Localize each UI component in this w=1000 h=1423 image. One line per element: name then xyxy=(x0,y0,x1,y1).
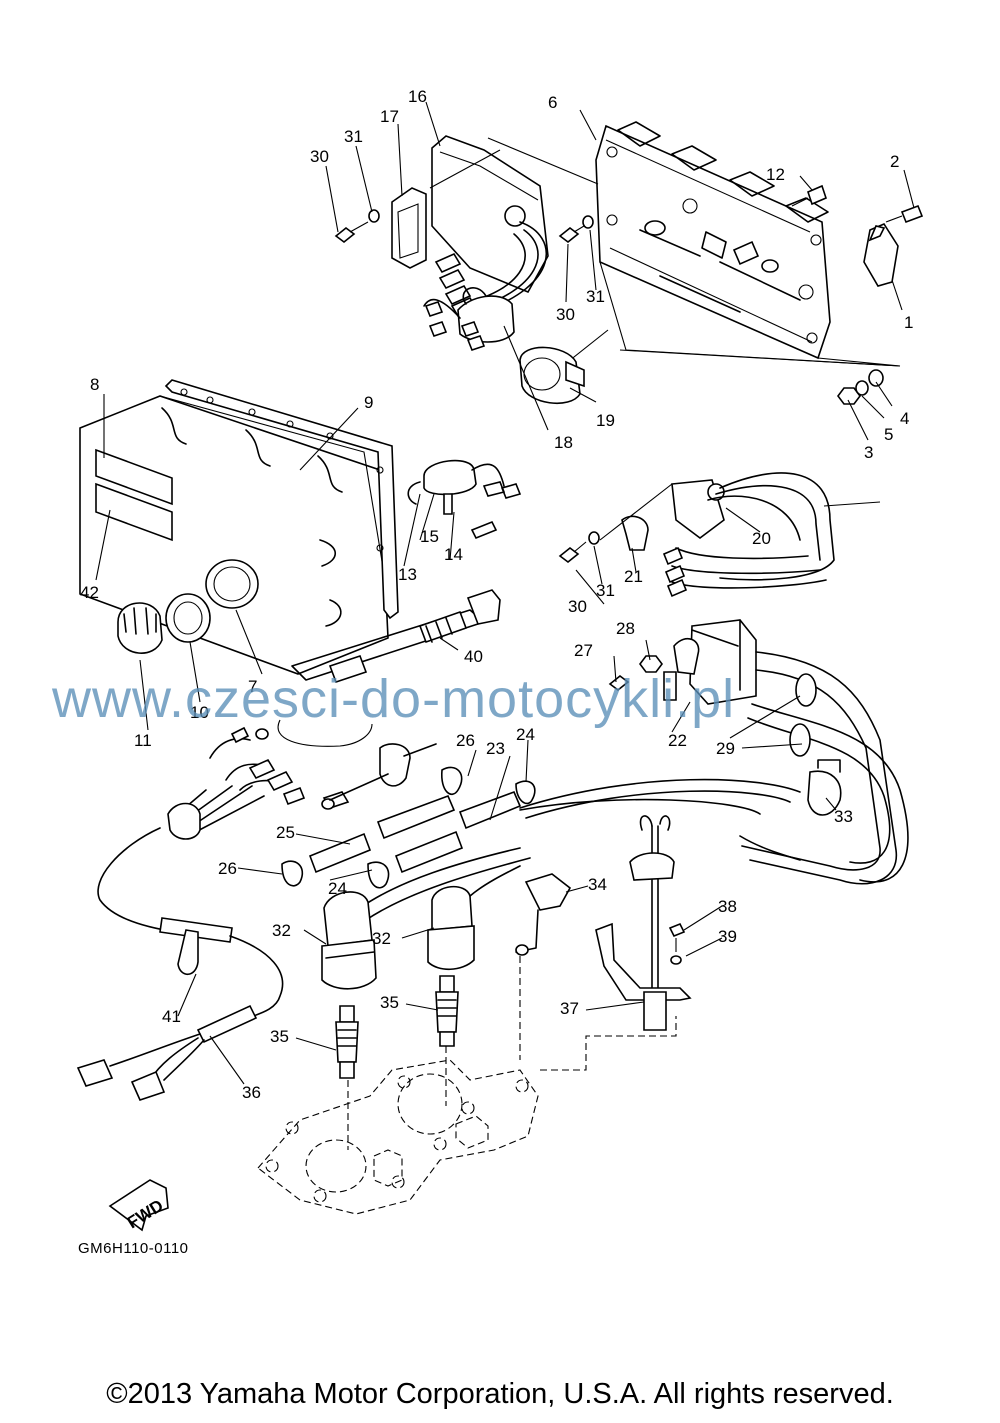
callout-30c: 30 xyxy=(568,597,587,616)
callout-3: 3 xyxy=(864,443,873,462)
callout-30b: 30 xyxy=(556,305,575,324)
callout-40: 40 xyxy=(464,647,483,666)
callout-26b: 26 xyxy=(218,859,237,878)
callout-18: 18 xyxy=(554,433,573,452)
callout-21: 21 xyxy=(624,567,643,586)
callout-24b: 24 xyxy=(328,879,347,898)
callout-28: 28 xyxy=(616,619,635,638)
callout-10: 10 xyxy=(190,703,209,722)
callout-25: 25 xyxy=(276,823,295,842)
callout-13: 13 xyxy=(398,565,417,584)
copyright-notice: ©2013 Yamaha Motor Corporation, U.S.A. A… xyxy=(106,1378,894,1410)
callout-39: 39 xyxy=(718,927,737,946)
callout-34: 34 xyxy=(588,875,607,894)
callout-38: 38 xyxy=(718,897,737,916)
callout-31a: 31 xyxy=(344,127,363,146)
callout-8: 8 xyxy=(90,375,99,394)
callout-12: 12 xyxy=(766,165,785,184)
callout-35b: 35 xyxy=(270,1027,289,1046)
callout-labels: 1 2 3 4 5 6 7 8 9 10 11 12 13 14 15 16 1… xyxy=(80,87,913,1232)
callout-15: 15 xyxy=(420,527,439,546)
callout-33: 33 xyxy=(834,807,853,826)
callout-11: 11 xyxy=(134,731,152,750)
callout-6: 6 xyxy=(548,93,557,112)
callout-9: 9 xyxy=(364,393,373,412)
callout-32a: 32 xyxy=(272,921,291,940)
callout-1: 1 xyxy=(904,313,913,332)
watermark-text: www.czesci-do-motocykli.pl xyxy=(52,669,736,729)
callout-2: 2 xyxy=(890,152,899,171)
callout-26a: 26 xyxy=(456,731,475,750)
callout-42: 42 xyxy=(80,583,99,602)
callout-36: 36 xyxy=(242,1083,261,1102)
callout-19: 19 xyxy=(596,411,615,430)
callout-31b: 31 xyxy=(586,287,605,306)
diagram-linework xyxy=(76,121,924,1232)
callout-37: 37 xyxy=(560,999,579,1018)
callout-20: 20 xyxy=(752,529,771,548)
callout-29: 29 xyxy=(716,739,735,758)
callout-22: 22 xyxy=(668,731,687,750)
callout-35a: 35 xyxy=(380,993,399,1012)
callout-17: 17 xyxy=(380,107,399,126)
callout-27: 27 xyxy=(574,641,593,660)
callout-14: 14 xyxy=(444,545,463,564)
callout-30a: 30 xyxy=(310,147,329,166)
callout-23: 23 xyxy=(486,739,505,758)
callout-5: 5 xyxy=(884,425,893,444)
callout-16: 16 xyxy=(408,87,427,106)
callout-32b: 32 xyxy=(372,929,391,948)
callout-7: 7 xyxy=(248,677,257,696)
callout-4: 4 xyxy=(900,409,909,428)
callout-41: 41 xyxy=(162,1007,181,1026)
callout-31c: 31 xyxy=(596,581,615,600)
leader-lines xyxy=(95,101,915,1085)
diagram-code: GM6H110-0110 xyxy=(78,1240,189,1257)
callout-24a: 24 xyxy=(516,725,535,744)
